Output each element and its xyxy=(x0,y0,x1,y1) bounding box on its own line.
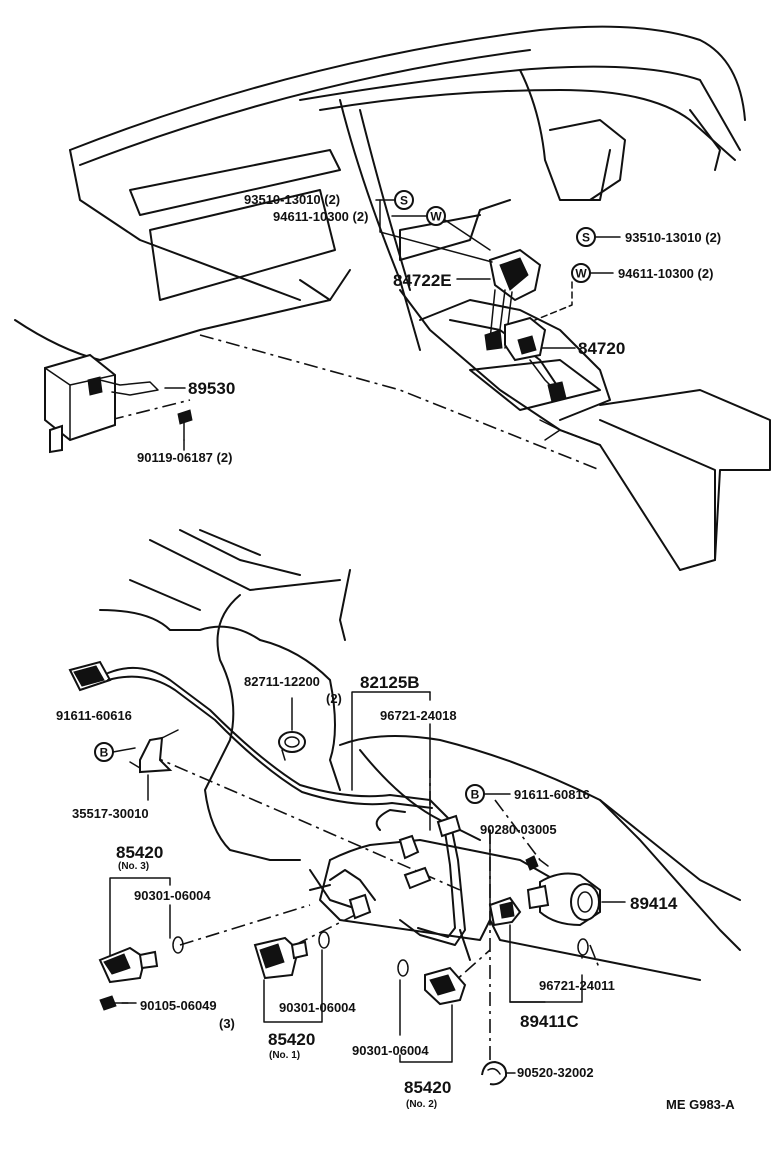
o-ring-c xyxy=(397,959,409,977)
label-82711: 82711-12200 xyxy=(244,674,320,689)
svg-text:B: B xyxy=(471,788,480,802)
svg-text:W: W xyxy=(575,267,587,281)
component-85420-no2 xyxy=(424,966,467,1006)
transmission-outline xyxy=(99,529,741,1060)
label-84722E: 84722E xyxy=(393,271,452,290)
component-85420-no1 xyxy=(253,936,309,980)
component-84720 xyxy=(504,316,567,441)
label-84720: 84720 xyxy=(578,339,625,358)
label-35517: 35517-30010 xyxy=(72,806,149,821)
component-35517 xyxy=(129,729,179,774)
o-ring-a xyxy=(172,936,184,954)
component-82711 xyxy=(278,731,306,761)
component-84722E xyxy=(484,248,542,351)
part-labels: 93510-13010 (2) 94611-10300 (2) 93510-13… xyxy=(56,192,735,1112)
label-85420-no3-note: (No. 3) xyxy=(118,861,149,872)
label-94611-upper: 94611-10300 (2) xyxy=(273,209,368,224)
component-82125B-harness xyxy=(68,660,466,946)
label-82711-qty: (2) xyxy=(326,691,342,706)
label-90520: 90520-32002 xyxy=(517,1065,594,1080)
label-82125B: 82125B xyxy=(360,673,420,692)
symbol-w-right: W xyxy=(571,263,591,283)
svg-text:S: S xyxy=(400,194,408,208)
component-90119 xyxy=(177,409,193,441)
symbol-w-upper: W xyxy=(426,206,446,226)
label-93510-upper: 93510-13010 (2) xyxy=(244,192,340,207)
label-90301-b: 90301-06004 xyxy=(279,1000,356,1015)
label-91611-60616: 91611-60616 xyxy=(56,708,132,723)
label-94611-right: 94611-10300 (2) xyxy=(618,266,713,281)
diagram-code: ME G983-A xyxy=(666,1097,735,1112)
component-90520 xyxy=(481,1060,508,1086)
label-96721-24018: 96721-24018 xyxy=(380,708,457,723)
label-85420-no1-note: (No. 1) xyxy=(269,1050,300,1061)
svg-text:S: S xyxy=(582,231,590,245)
symbol-b-right: B xyxy=(465,784,485,804)
label-90119: 90119-06187 (2) xyxy=(137,450,232,465)
label-85420-no2-note: (No. 2) xyxy=(406,1099,437,1110)
svg-text:W: W xyxy=(430,210,442,224)
o-ring-b xyxy=(318,931,330,949)
label-89530: 89530 xyxy=(188,379,235,398)
symbol-s-right: S xyxy=(576,227,596,247)
leaders-lower xyxy=(109,691,626,1074)
label-93510-right: 93510-13010 (2) xyxy=(625,230,721,245)
leaders-upper xyxy=(164,199,621,451)
label-90105: 90105-06049 xyxy=(140,998,217,1013)
label-89414: 89414 xyxy=(630,894,678,913)
label-90280: 90280-03005 xyxy=(480,822,557,837)
label-90301-a: 90301-06004 xyxy=(134,888,211,903)
component-89411C xyxy=(488,896,522,927)
label-90301-c: 90301-06004 xyxy=(352,1043,429,1058)
component-85420-no3 xyxy=(98,946,159,984)
component-89414 xyxy=(526,872,601,927)
symbol-b-left: B xyxy=(94,742,114,762)
svg-text:B: B xyxy=(100,746,109,760)
o-ring-d xyxy=(577,938,589,956)
component-89530 xyxy=(44,353,159,454)
label-85420-no3: 85420 xyxy=(116,843,163,862)
label-91611-60816: 91611-60816 xyxy=(514,787,590,802)
dashboard-outline xyxy=(14,25,771,571)
component-90280 xyxy=(525,855,539,871)
symbol-s-upper: S xyxy=(394,190,414,210)
label-85420-no1: 85420 xyxy=(268,1030,315,1049)
label-85420-no2: 85420 xyxy=(404,1078,451,1097)
label-89411C: 89411C xyxy=(520,1012,579,1031)
label-96721-24011: 96721-24011 xyxy=(539,978,615,993)
label-90105-qty: (3) xyxy=(219,1016,235,1031)
